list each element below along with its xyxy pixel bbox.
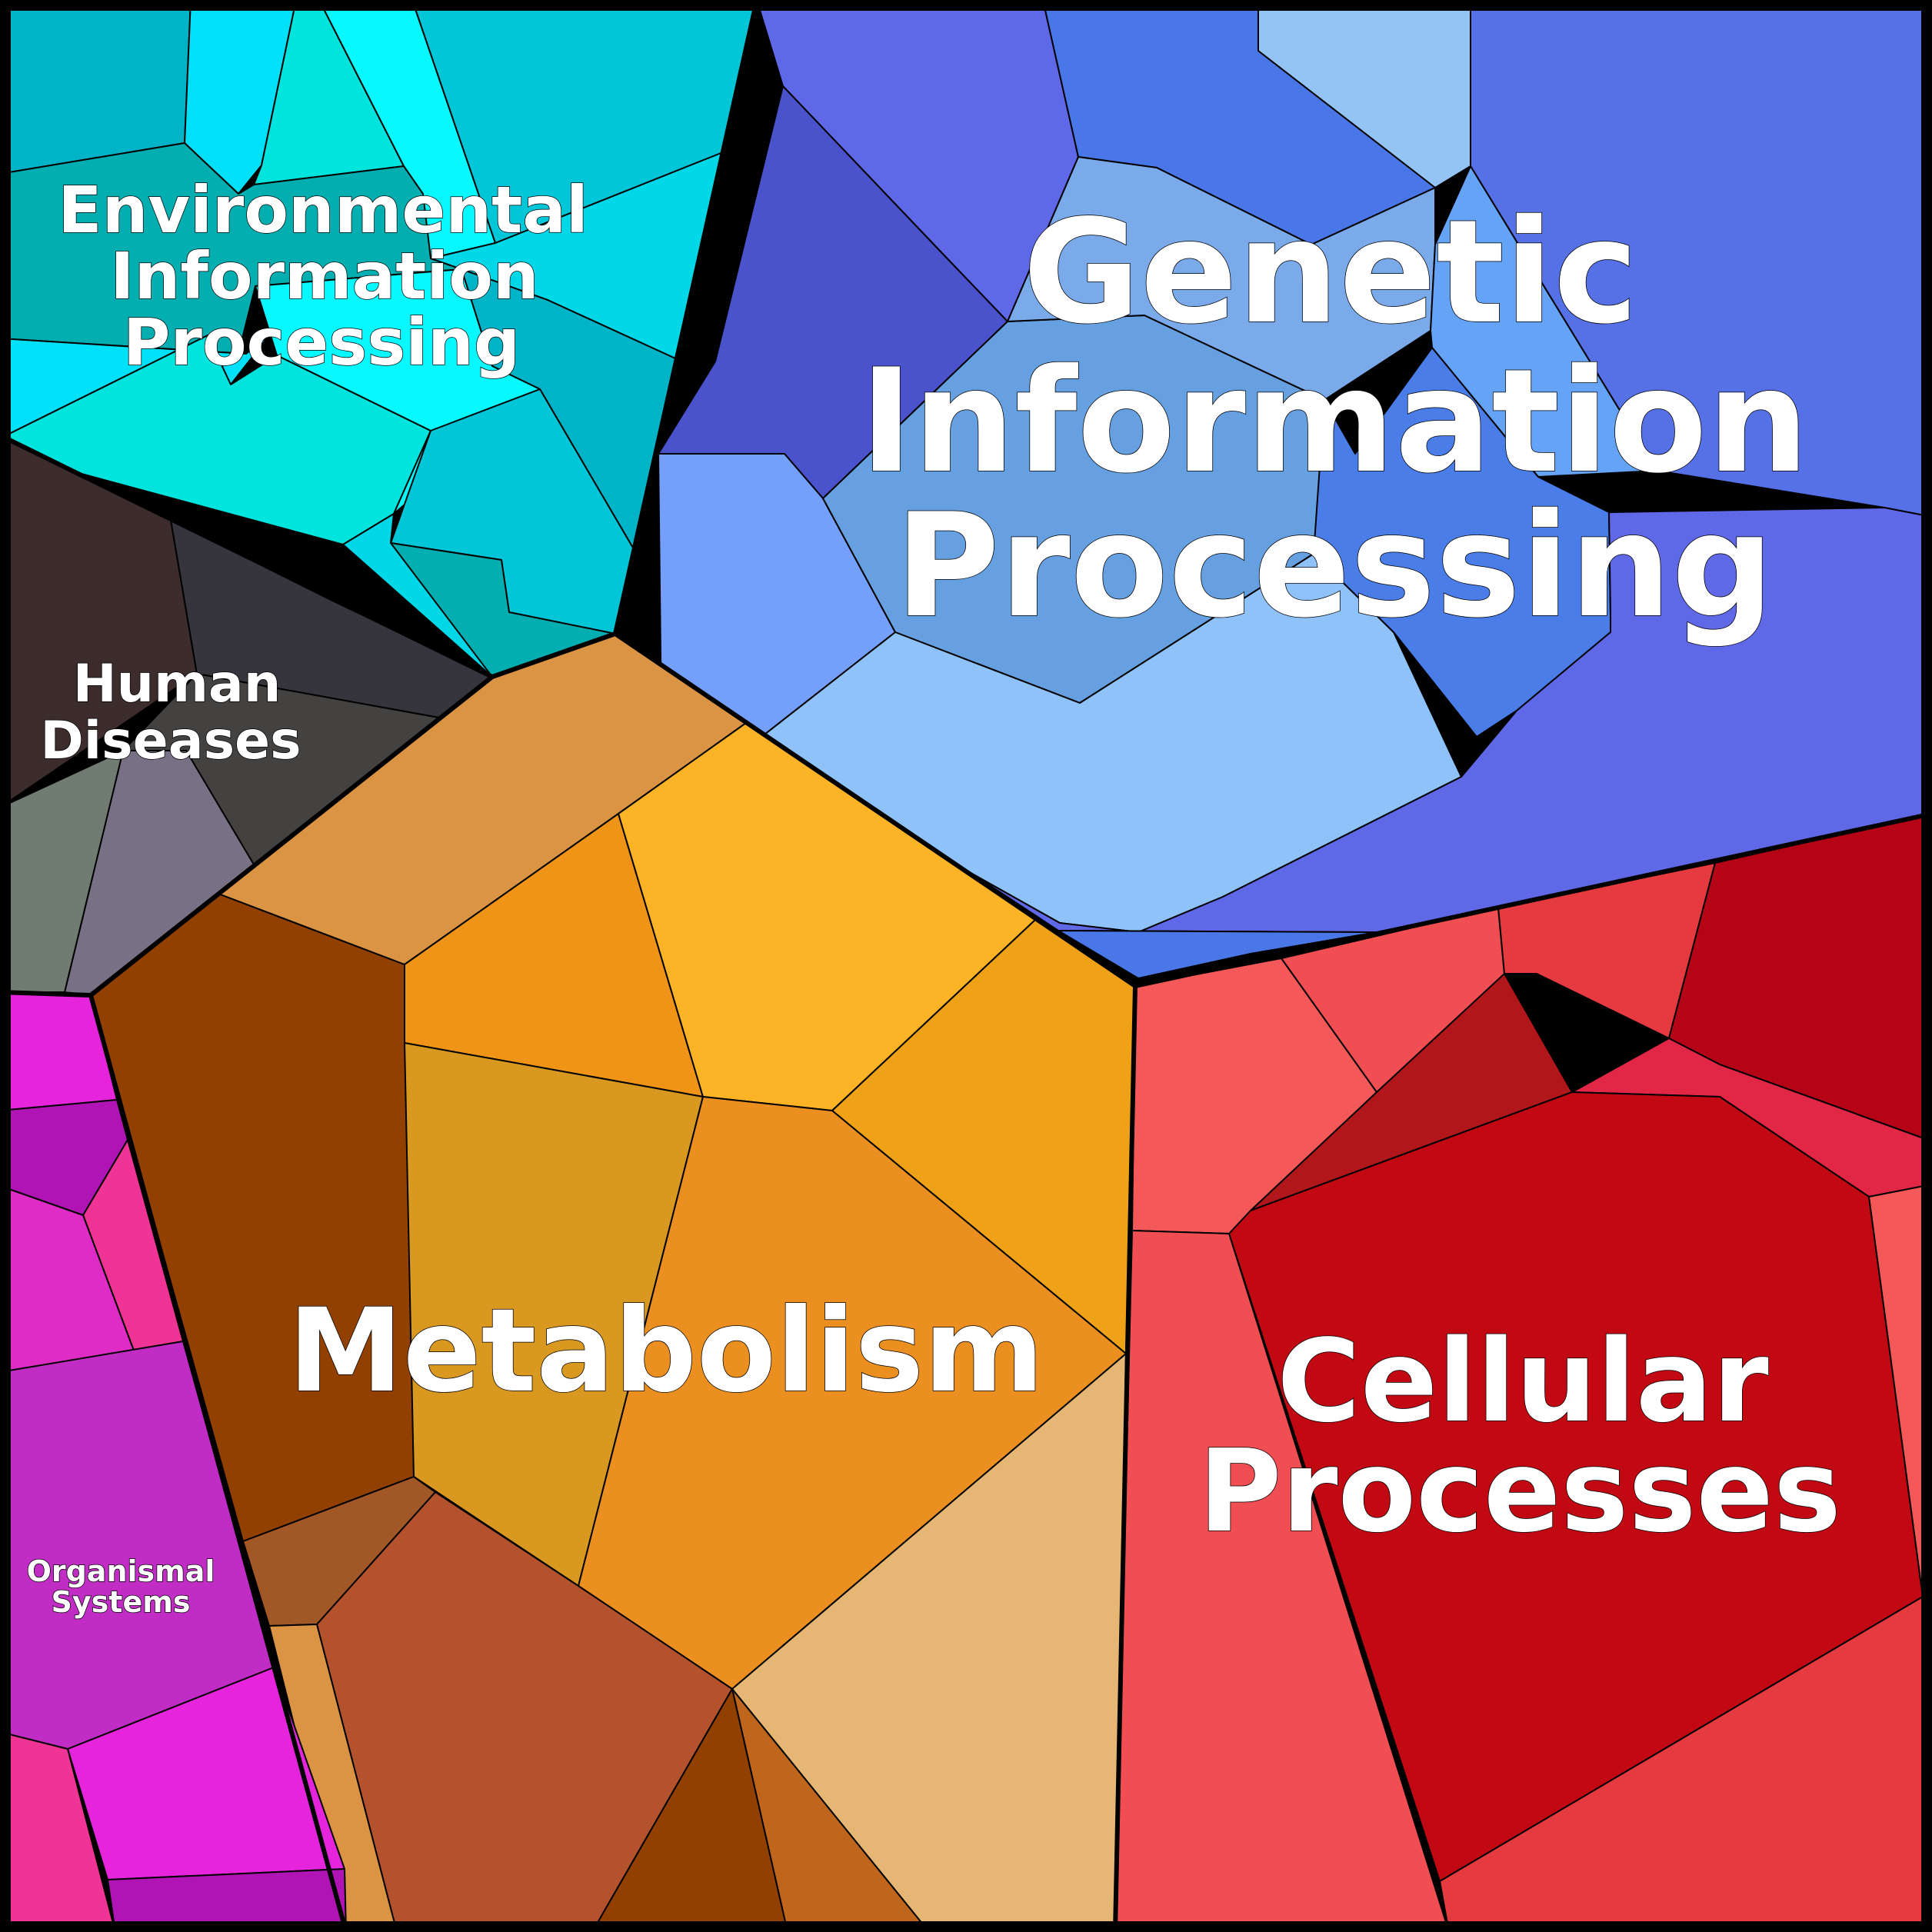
label-line: Processing	[123, 305, 520, 380]
label-line: Information	[860, 338, 1809, 505]
category-boundary	[88, 993, 348, 1932]
label-line: Metabolism	[288, 1284, 1044, 1418]
label-line: Diseases	[40, 711, 301, 771]
label-line: Processes	[1198, 1425, 1841, 1557]
organismal-cell	[0, 1731, 116, 1932]
label-line: Environmental	[58, 172, 588, 248]
environmental-cell	[255, 268, 541, 515]
label-cellular-processes: Cellular Processes	[1198, 1314, 1841, 1558]
label-line: Organismal	[27, 1554, 215, 1588]
label-line: Cellular	[1277, 1315, 1768, 1447]
label-environmental-information-processing: Environmental Information Processing	[57, 172, 588, 381]
category-boundary	[1133, 811, 1932, 988]
label-line: Processing	[895, 482, 1774, 649]
metabolism-cell	[591, 1688, 788, 1932]
label-line: Systems	[52, 1585, 191, 1619]
organismal-cell	[107, 1868, 347, 1932]
label-line: Information	[110, 238, 538, 314]
label-genetic-information-processing: Genetic Information Processing	[859, 188, 1810, 650]
genetic-cell	[1257, 0, 1471, 188]
label-organismal-systems: Organismal Systems	[26, 1554, 215, 1620]
label-line: Human	[73, 654, 281, 715]
label-human-diseases: Human Diseases	[40, 653, 302, 772]
label-metabolism: Metabolism	[288, 1284, 1044, 1419]
environmental-cell	[184, 0, 297, 195]
environmental-cell	[342, 513, 493, 678]
label-line: Genetic	[1023, 188, 1638, 355]
category-boundary	[0, 433, 495, 679]
cellular-cell	[1868, 1184, 1932, 1597]
genetic-cell	[1007, 156, 1436, 401]
genetic-cell	[1058, 930, 1377, 979]
